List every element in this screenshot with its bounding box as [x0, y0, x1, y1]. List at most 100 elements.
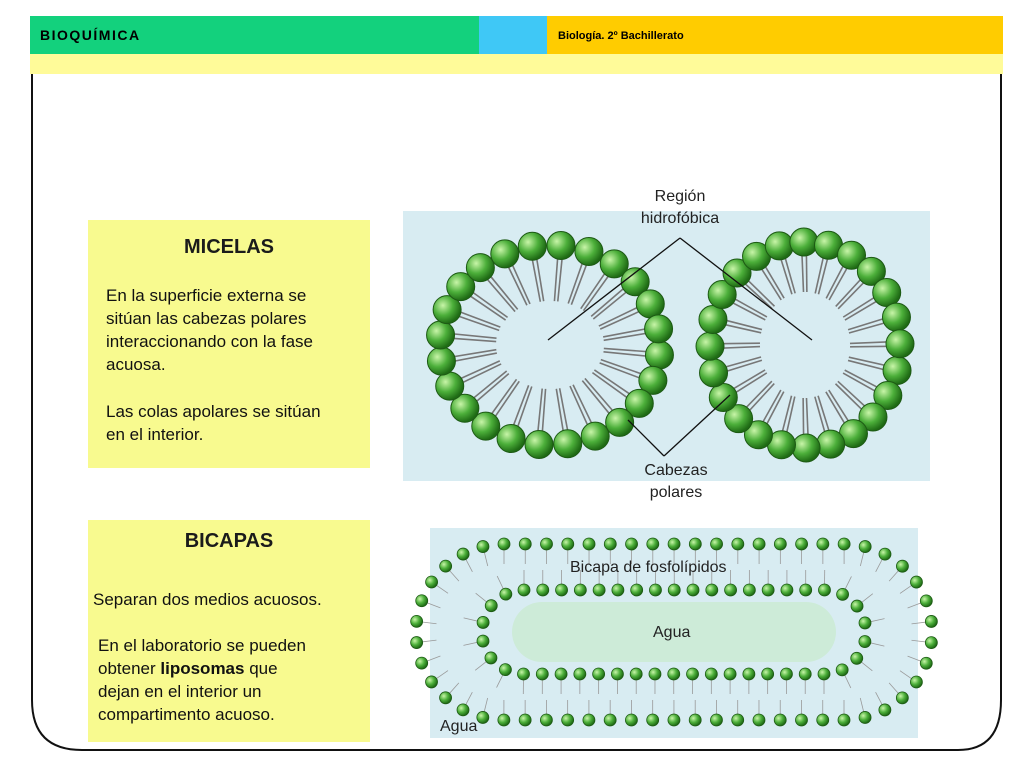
polar-head: [517, 583, 531, 597]
polar-head: [629, 667, 643, 681]
text-line: En el laboratorio se pueden: [98, 636, 306, 655]
polar-head: [837, 537, 851, 551]
polar-head: [425, 575, 438, 589]
polar-head: [710, 537, 723, 551]
label-line: Cabezas: [644, 462, 708, 479]
polar-head: [858, 635, 872, 648]
polar-head: [724, 583, 737, 597]
polar-head: [773, 537, 787, 551]
polar-head: [816, 429, 846, 459]
polar-head: [723, 667, 737, 681]
polar-head: [858, 616, 872, 630]
polar-head: [708, 383, 738, 413]
header-course-title: Biología. 2º Bachillerato: [558, 30, 684, 42]
polar-head: [837, 713, 851, 727]
polar-head: [761, 583, 775, 597]
polar-head: [795, 537, 809, 551]
polar-head: [644, 340, 674, 370]
polar-head: [722, 258, 752, 288]
polar-head: [517, 667, 530, 681]
polar-head: [490, 239, 520, 269]
polar-head: [688, 537, 702, 551]
polar-head: [553, 429, 583, 459]
label-line: hidrofóbica: [640, 210, 720, 227]
polar-head: [539, 713, 553, 727]
polar-head: [496, 424, 526, 454]
polar-head: [465, 253, 495, 283]
polar-head: [630, 583, 644, 597]
polar-head: [705, 583, 719, 597]
polar-head: [518, 537, 532, 551]
micelle-left: [426, 230, 674, 460]
polar-head: [518, 713, 532, 727]
pointer-lines: [547, 237, 813, 457]
polar-head: [497, 713, 511, 727]
polar-head: [850, 651, 864, 665]
micelas-paragraph-2: Las colas apolares se sitúan en el inter…: [106, 400, 321, 446]
bilayer-label: Bicapa de fosfolípidos: [570, 559, 727, 576]
polar-head: [638, 365, 668, 395]
polar-head: [561, 713, 575, 727]
polar-head: [432, 295, 462, 325]
micelas-paragraph-1: En la superficie externa se sitúan las c…: [106, 284, 313, 376]
header-subject-title: BIOQUÍMICA: [40, 27, 141, 43]
polar-head: [561, 537, 575, 551]
polar-head: [554, 667, 568, 681]
polar-head: [878, 547, 892, 561]
polar-head: [817, 667, 831, 681]
region-hydrophobic-label: Región hidrofóbica: [630, 186, 730, 230]
polar-head: [484, 599, 498, 613]
polar-head: [425, 675, 438, 689]
text-fragment: obtener: [98, 659, 161, 678]
polar-head: [535, 667, 549, 681]
text-line: sitúan las cabezas polares: [106, 309, 307, 328]
polar-head: [580, 421, 610, 451]
outer-water-label: Agua: [440, 718, 478, 735]
micelas-title: MICELAS: [184, 236, 274, 258]
polar-head: [497, 537, 511, 551]
polar-head: [603, 537, 617, 551]
inner-water-label: Agua: [653, 624, 691, 641]
polar-head: [924, 636, 938, 650]
bicapas-paragraph-1: Separan dos medios acuosos.: [93, 590, 322, 609]
polar-head: [499, 663, 512, 677]
polar-head: [603, 713, 617, 727]
polar-head: [649, 583, 662, 597]
micelle-right: [695, 227, 915, 463]
polar-head: [882, 355, 912, 385]
polar-head: [686, 667, 699, 681]
polar-head: [624, 388, 654, 418]
polar-head: [484, 651, 498, 665]
polar-head: [476, 634, 490, 648]
header-strip: [30, 54, 1003, 74]
polar-head: [426, 320, 456, 350]
polar-head: [439, 691, 452, 705]
polar-head: [625, 537, 638, 551]
polar-head: [415, 594, 429, 608]
polar-head: [743, 420, 773, 450]
polar-head: [837, 240, 867, 270]
polar-head: [471, 411, 501, 441]
polar-head: [611, 583, 625, 597]
polar-head: [881, 302, 911, 332]
polar-head: [611, 667, 624, 681]
polar-head: [710, 713, 723, 727]
polar-head: [704, 667, 718, 681]
polar-head: [644, 314, 674, 344]
polar-head: [835, 663, 849, 677]
text-line: interaccionando con la fase: [106, 332, 313, 351]
polar-head: [698, 305, 728, 335]
polar-head: [476, 711, 490, 724]
header-blue-tab: [479, 16, 547, 58]
label-line: Región: [654, 188, 706, 205]
polar-head: [667, 583, 681, 597]
polar-head: [410, 636, 424, 649]
polar-head: [574, 236, 604, 266]
polar-head: [635, 289, 665, 319]
polar-head: [816, 537, 830, 551]
polar-head: [799, 583, 813, 597]
polar-head: [742, 583, 756, 597]
polar-head: [599, 249, 629, 279]
polar-head: [499, 587, 513, 601]
